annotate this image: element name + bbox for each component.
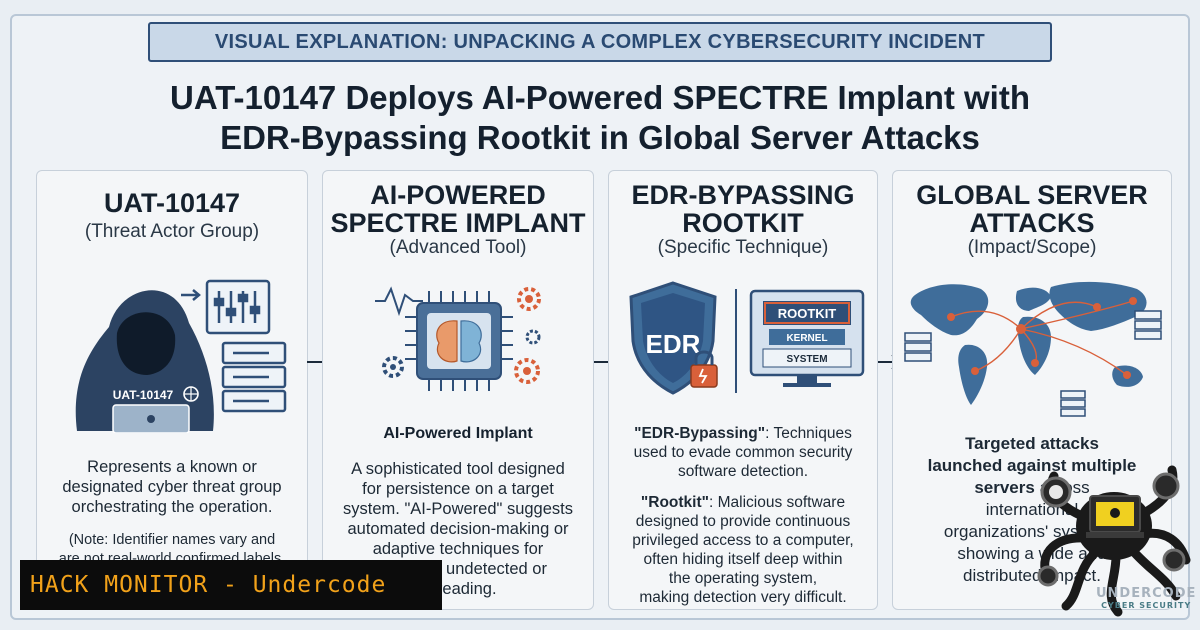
world-map-icon	[904, 281, 1162, 417]
panel-title: UAT-10147	[103, 188, 241, 218]
panel-spectre-implant: AI-POWERED SPECTRE IMPLANT (Advanced Too…	[322, 170, 594, 610]
panel-edr-rootkit: EDR-BYPASSING ROOTKIT (Specific Techniqu…	[608, 170, 878, 610]
panel-title: AI-POWERED SPECTRE IMPLANT	[330, 180, 586, 238]
logo-wordmark: UNDERCODE CYBER SECURITY	[1096, 586, 1197, 610]
hacker-icon: UAT-10147	[75, 279, 287, 433]
shield-label: EDR	[646, 329, 701, 359]
edr-shield-icon: EDR	[629, 281, 718, 395]
title-line-1: UAT-10147 Deploys AI-Powered SPECTRE Imp…	[169, 79, 1030, 116]
actor-label: UAT-10147	[113, 388, 174, 402]
divider	[735, 289, 737, 393]
panel-subtitle: (Threat Actor Group)	[84, 221, 260, 242]
ai-chip-icon	[375, 286, 541, 391]
panel-title: EDR-BYPASSING ROOTKIT	[631, 180, 855, 238]
rootkit-monitor-icon: ROOTKIT KERNEL SYSTEM	[749, 289, 865, 387]
main-title: UAT-10147 Deploys AI-Powered SPECTRE Imp…	[60, 78, 1140, 158]
panel-title: GLOBAL SERVER ATTACKS	[916, 180, 1148, 238]
edr-description: "EDR-Bypassing": Techniques used to evad…	[633, 425, 853, 480]
panel-threat-actor: UAT-10147 (Threat Actor Group) UAT-10147…	[36, 170, 308, 610]
panel-subtitle: (Specific Technique)	[657, 237, 829, 258]
icon-caption: AI-Powered Implant	[383, 425, 533, 442]
top-banner: VISUAL EXPLANATION: UNPACKING A COMPLEX …	[148, 22, 1052, 62]
system-label: SYSTEM	[786, 354, 827, 365]
kernel-label: KERNEL	[786, 333, 827, 344]
rootkit-label: ROOTKIT	[778, 306, 837, 321]
panel-subtitle: (Impact/Scope)	[967, 237, 1097, 258]
panel-subtitle: (Advanced Tool)	[389, 237, 527, 258]
hack-monitor-watermark: HACK MONITOR - Undercode	[20, 560, 442, 610]
panel-description: A sophisticated tool designed for persis…	[343, 460, 573, 598]
title-line-2: EDR-Bypassing Rootkit in Global Server A…	[220, 119, 980, 156]
undercode-octopus-logo	[1037, 465, 1191, 617]
rootkit-description: "Rootkit": Malicious software designed t…	[632, 494, 854, 606]
panel-description: Represents a known or designated cyber t…	[62, 458, 282, 516]
